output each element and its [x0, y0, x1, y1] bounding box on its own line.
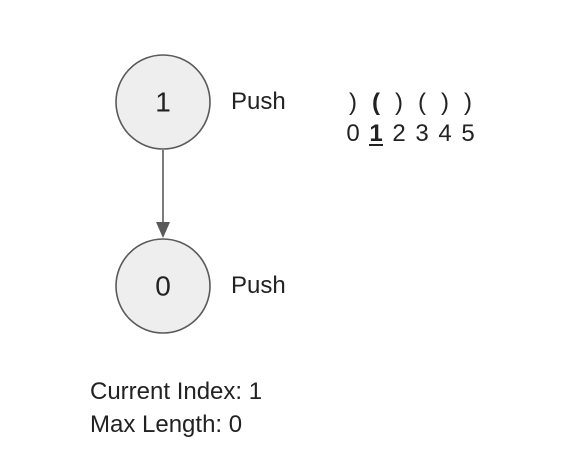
- string-char: (: [372, 89, 380, 116]
- arrowhead-icon: [156, 222, 170, 238]
- node-1-circle: [115, 54, 211, 150]
- node-1-value: 1: [155, 87, 171, 118]
- string-char: ): [349, 89, 357, 116]
- stack-diagram: 1 Push 0 Push ) ( ) ( ) ) 0 1 2 3 4 5: [115, 54, 475, 334]
- string-char: ): [441, 89, 449, 116]
- node-0-value: 0: [155, 271, 171, 302]
- string-index: 0: [346, 120, 359, 147]
- node-0-circle: [115, 238, 211, 334]
- string-index: 3: [415, 120, 428, 147]
- node-1-operation: Push: [231, 88, 286, 115]
- string-index: 5: [461, 120, 474, 147]
- max-length-label: Max Length: 0: [90, 411, 243, 438]
- node-0: 0: [115, 238, 211, 334]
- node-0-operation: Push: [231, 272, 286, 299]
- string-index: 2: [392, 120, 405, 147]
- string-characters: ) ( ) ( ) ): [349, 89, 472, 116]
- current-index-label: Current Index: 1: [90, 378, 263, 405]
- node-1: 1: [115, 54, 211, 150]
- string-char: ): [464, 89, 472, 116]
- string-index: 4: [438, 120, 451, 147]
- string-indices: 0 1 2 3 4 5: [346, 120, 474, 147]
- edge-node-1-to-node-0: [156, 150, 170, 238]
- string-index: 1: [369, 120, 382, 147]
- string-char: ): [395, 89, 403, 116]
- string-char: (: [418, 89, 426, 116]
